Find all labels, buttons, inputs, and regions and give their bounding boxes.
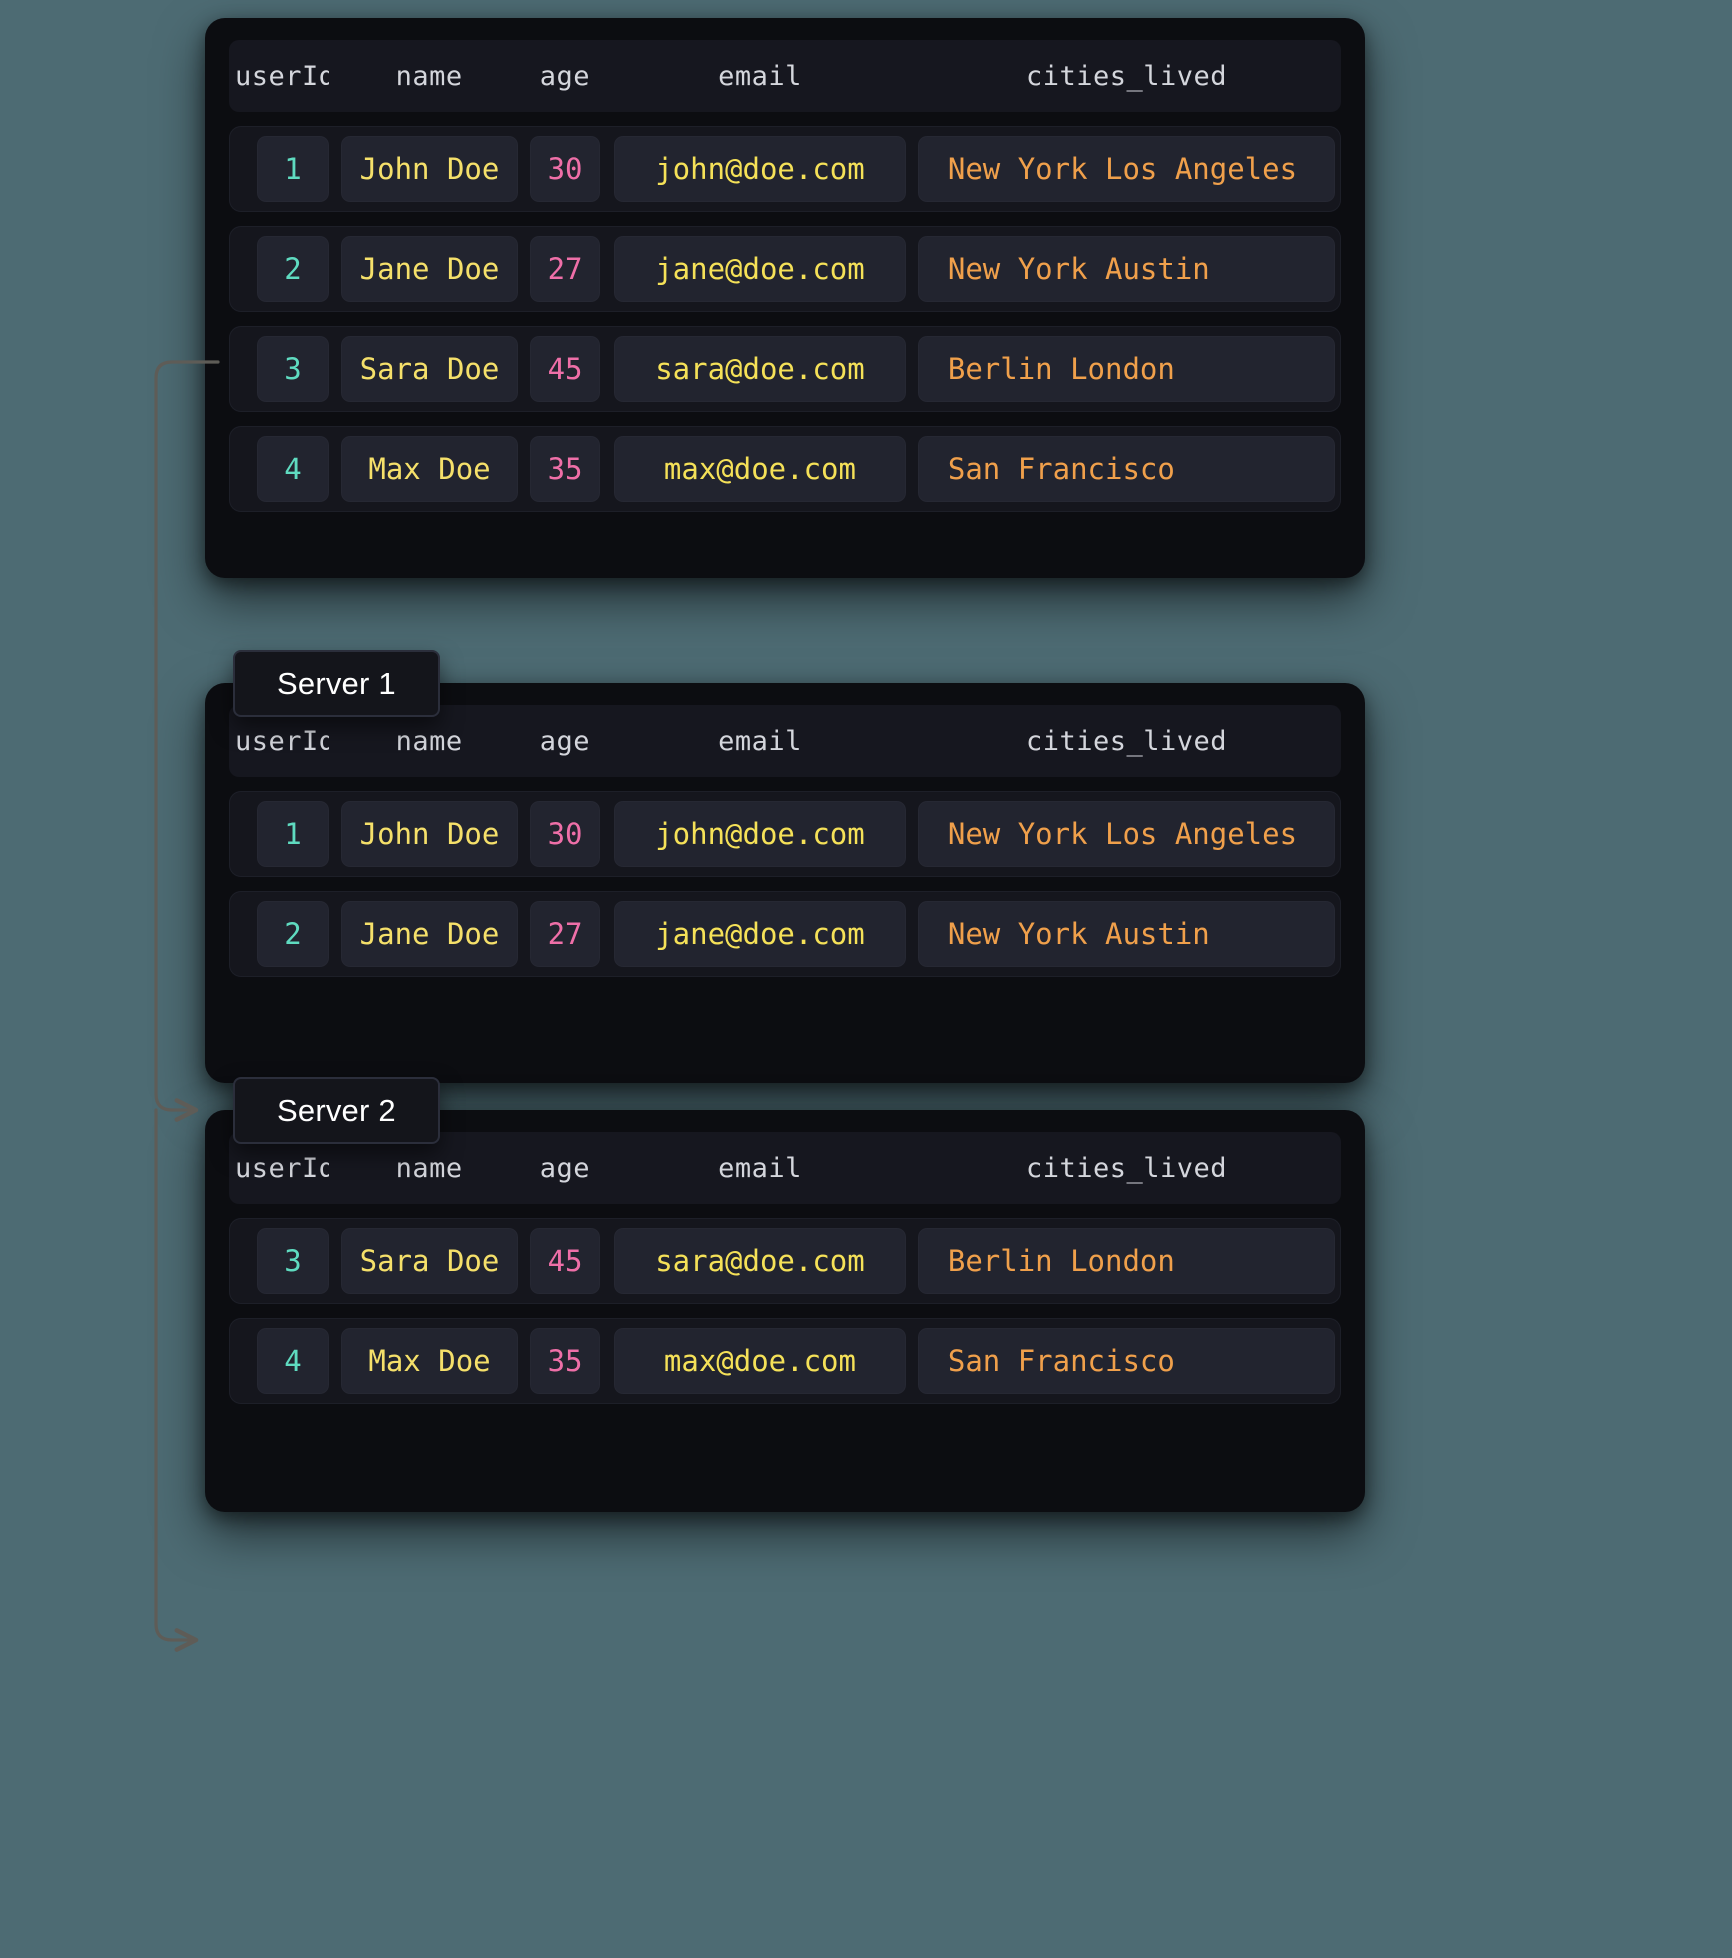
server1-table: userId name age email cities_lived 1 Joh… [229,705,1341,977]
cell-name: Max Doe [340,436,519,502]
cell-cities: New York Austin [917,901,1335,967]
column-header-name: name [395,725,463,757]
column-header-email: email [718,60,802,92]
cell-name: John Doe [340,136,519,202]
source-table-panel: userId name age email cities_lived 1 Joh… [205,18,1365,578]
cell-email: john@doe.com [614,136,906,202]
cell-name: Jane Doe [340,236,519,302]
cell-cities: Berlin London [917,336,1335,402]
cell-email: sara@doe.com [614,1228,906,1294]
server2-label: Server 2 [233,1077,440,1144]
cell-email: john@doe.com [614,801,906,867]
connector-to-server2 [154,1108,199,1652]
column-header-cities: cities_lived [1026,60,1228,92]
table-row[interactable]: 3 Sara Doe 45 sara@doe.com Berlin London [229,1218,1341,1304]
table-row[interactable]: 2 Jane Doe 27 jane@doe.com New York Aust… [229,226,1341,312]
column-header-age: age [539,725,590,757]
table-header-row: userId name age email cities_lived [229,40,1341,112]
server2-panel: Server 2 userId name age email cities_li… [205,1077,1365,1512]
cell-email: jane@doe.com [614,236,906,302]
cell-userid: 1 [257,136,329,202]
cell-userid: 2 [257,901,329,967]
column-header-cities: cities_lived [1026,1152,1228,1184]
table-row[interactable]: 3 Sara Doe 45 sara@doe.com Berlin London [229,326,1341,412]
cell-cities: San Francisco [917,436,1335,502]
cell-userid: 3 [257,336,329,402]
cell-email: sara@doe.com [614,336,906,402]
cell-cities: New York Los Angeles [917,136,1335,202]
cell-name: Sara Doe [340,336,519,402]
table-header-row: userId name age email cities_lived [229,1132,1341,1204]
table-row[interactable]: 4 Max Doe 35 max@doe.com San Francisco [229,1318,1341,1404]
column-header-userid: userId [235,60,329,92]
table-row[interactable]: 1 John Doe 30 john@doe.com New York Los … [229,126,1341,212]
cell-name: Jane Doe [340,901,519,967]
column-header-age: age [539,1152,590,1184]
cell-cities: New York Los Angeles [917,801,1335,867]
table-row[interactable]: 2 Jane Doe 27 jane@doe.com New York Aust… [229,891,1341,977]
cell-email: max@doe.com [614,1328,906,1394]
column-header-name: name [395,1152,463,1184]
cell-email: jane@doe.com [614,901,906,967]
cell-userid: 1 [257,801,329,867]
cell-name: John Doe [340,801,519,867]
server2-table: userId name age email cities_lived 3 Sar… [229,1132,1341,1404]
cell-userid: 4 [257,436,329,502]
cell-email: max@doe.com [614,436,906,502]
table-row[interactable]: 1 John Doe 30 john@doe.com New York Los … [229,791,1341,877]
cell-userid: 2 [257,236,329,302]
table-header-row: userId name age email cities_lived [229,705,1341,777]
cell-age: 30 [530,136,601,202]
column-header-age: age [539,60,590,92]
column-header-email: email [718,1152,802,1184]
column-header-userid: userId [235,1152,329,1184]
column-header-name: name [395,60,463,92]
cell-age: 30 [530,801,601,867]
source-table: userId name age email cities_lived 1 Joh… [229,40,1341,512]
cell-cities: San Francisco [917,1328,1335,1394]
cell-age: 35 [530,436,601,502]
cell-name: Sara Doe [340,1228,519,1294]
cell-name: Max Doe [340,1328,519,1394]
column-header-email: email [718,725,802,757]
cell-userid: 4 [257,1328,329,1394]
cell-userid: 3 [257,1228,329,1294]
cell-age: 45 [530,1228,601,1294]
cell-age: 27 [530,236,601,302]
table-row[interactable]: 4 Max Doe 35 max@doe.com San Francisco [229,426,1341,512]
cell-age: 35 [530,1328,601,1394]
column-header-userid: userId [235,725,329,757]
cell-age: 45 [530,336,601,402]
cell-cities: New York Austin [917,236,1335,302]
cell-cities: Berlin London [917,1228,1335,1294]
column-header-cities: cities_lived [1026,725,1228,757]
cell-age: 27 [530,901,601,967]
server1-panel: Server 1 userId name age email cities_li… [205,650,1365,1083]
server1-label: Server 1 [233,650,440,717]
